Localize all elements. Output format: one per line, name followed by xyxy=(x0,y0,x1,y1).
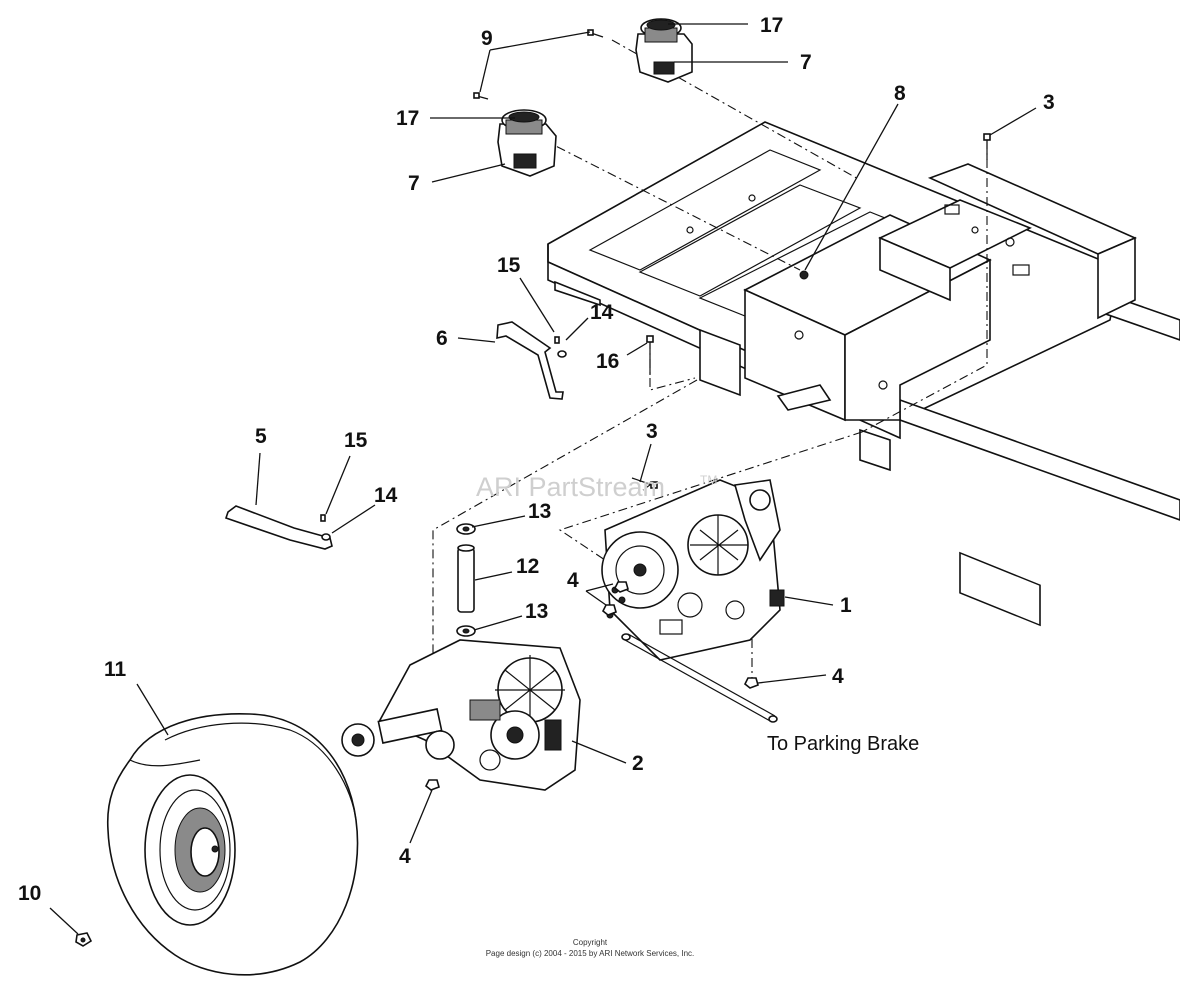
callout-5: 5 xyxy=(255,425,267,448)
callout-12: 12 xyxy=(516,555,539,578)
callout-15-lower: 15 xyxy=(344,429,368,452)
callout-17-lower: 17 xyxy=(396,107,419,130)
callout-14-upper: 14 xyxy=(590,301,614,324)
callout-3-mid: 3 xyxy=(646,420,658,443)
callout-3-upper: 3 xyxy=(1043,91,1055,114)
callout-8: 8 xyxy=(894,82,906,105)
control-arm-6 xyxy=(496,321,564,400)
callout-14-lower: 14 xyxy=(374,484,398,507)
callout-1: 1 xyxy=(840,594,852,617)
callout-9: 9 xyxy=(481,27,493,50)
bolt-3-upper xyxy=(983,133,991,160)
watermark-tm: TM xyxy=(700,473,717,487)
callout-4-right: 4 xyxy=(832,665,844,688)
reservoir-lower xyxy=(497,109,557,177)
callout-16: 16 xyxy=(596,350,619,373)
callout-4-lower: 4 xyxy=(399,845,411,868)
callout-15-upper: 15 xyxy=(497,254,521,277)
copyright-line-1: Copyright xyxy=(573,938,608,947)
nut-4-lower xyxy=(424,779,440,791)
watermark: ARI PartStream xyxy=(476,472,665,502)
callout-17-upper: 17 xyxy=(760,14,783,37)
pins-nuts xyxy=(320,336,567,541)
hydro-pump-1 xyxy=(601,479,785,661)
callout-labels: 9 17 7 17 7 8 3 15 14 6 16 5 15 14 3 13 … xyxy=(18,14,1055,905)
callout-7-lower: 7 xyxy=(408,172,420,195)
callout-13-lower: 13 xyxy=(525,600,548,623)
leader-lines xyxy=(49,23,1037,935)
bolt-3-mid xyxy=(631,477,658,489)
control-arm-5 xyxy=(224,505,333,550)
screw-16 xyxy=(646,335,654,375)
hydro-pump-2 xyxy=(341,639,581,791)
callout-4-left: 4 xyxy=(567,569,579,592)
callout-2: 2 xyxy=(632,752,644,775)
callout-11: 11 xyxy=(104,658,127,681)
parking-brake-rod xyxy=(621,633,778,723)
callout-10: 10 xyxy=(18,882,41,905)
reservoir-upper xyxy=(635,18,693,83)
copyright-line-2: Page design (c) 2004 - 2015 by ARI Netwo… xyxy=(486,949,695,958)
tire-11 xyxy=(106,713,359,976)
lug-nut-10 xyxy=(75,932,93,947)
mower-frame xyxy=(547,121,1180,627)
parking-brake-note: To Parking Brake xyxy=(767,733,919,755)
bolt-9 xyxy=(473,29,604,100)
callout-13-upper: 13 xyxy=(528,500,551,523)
washers-sleeve xyxy=(456,523,476,637)
callout-6: 6 xyxy=(436,327,448,350)
nuts-4 xyxy=(601,581,759,689)
callout-7-upper: 7 xyxy=(800,51,812,74)
